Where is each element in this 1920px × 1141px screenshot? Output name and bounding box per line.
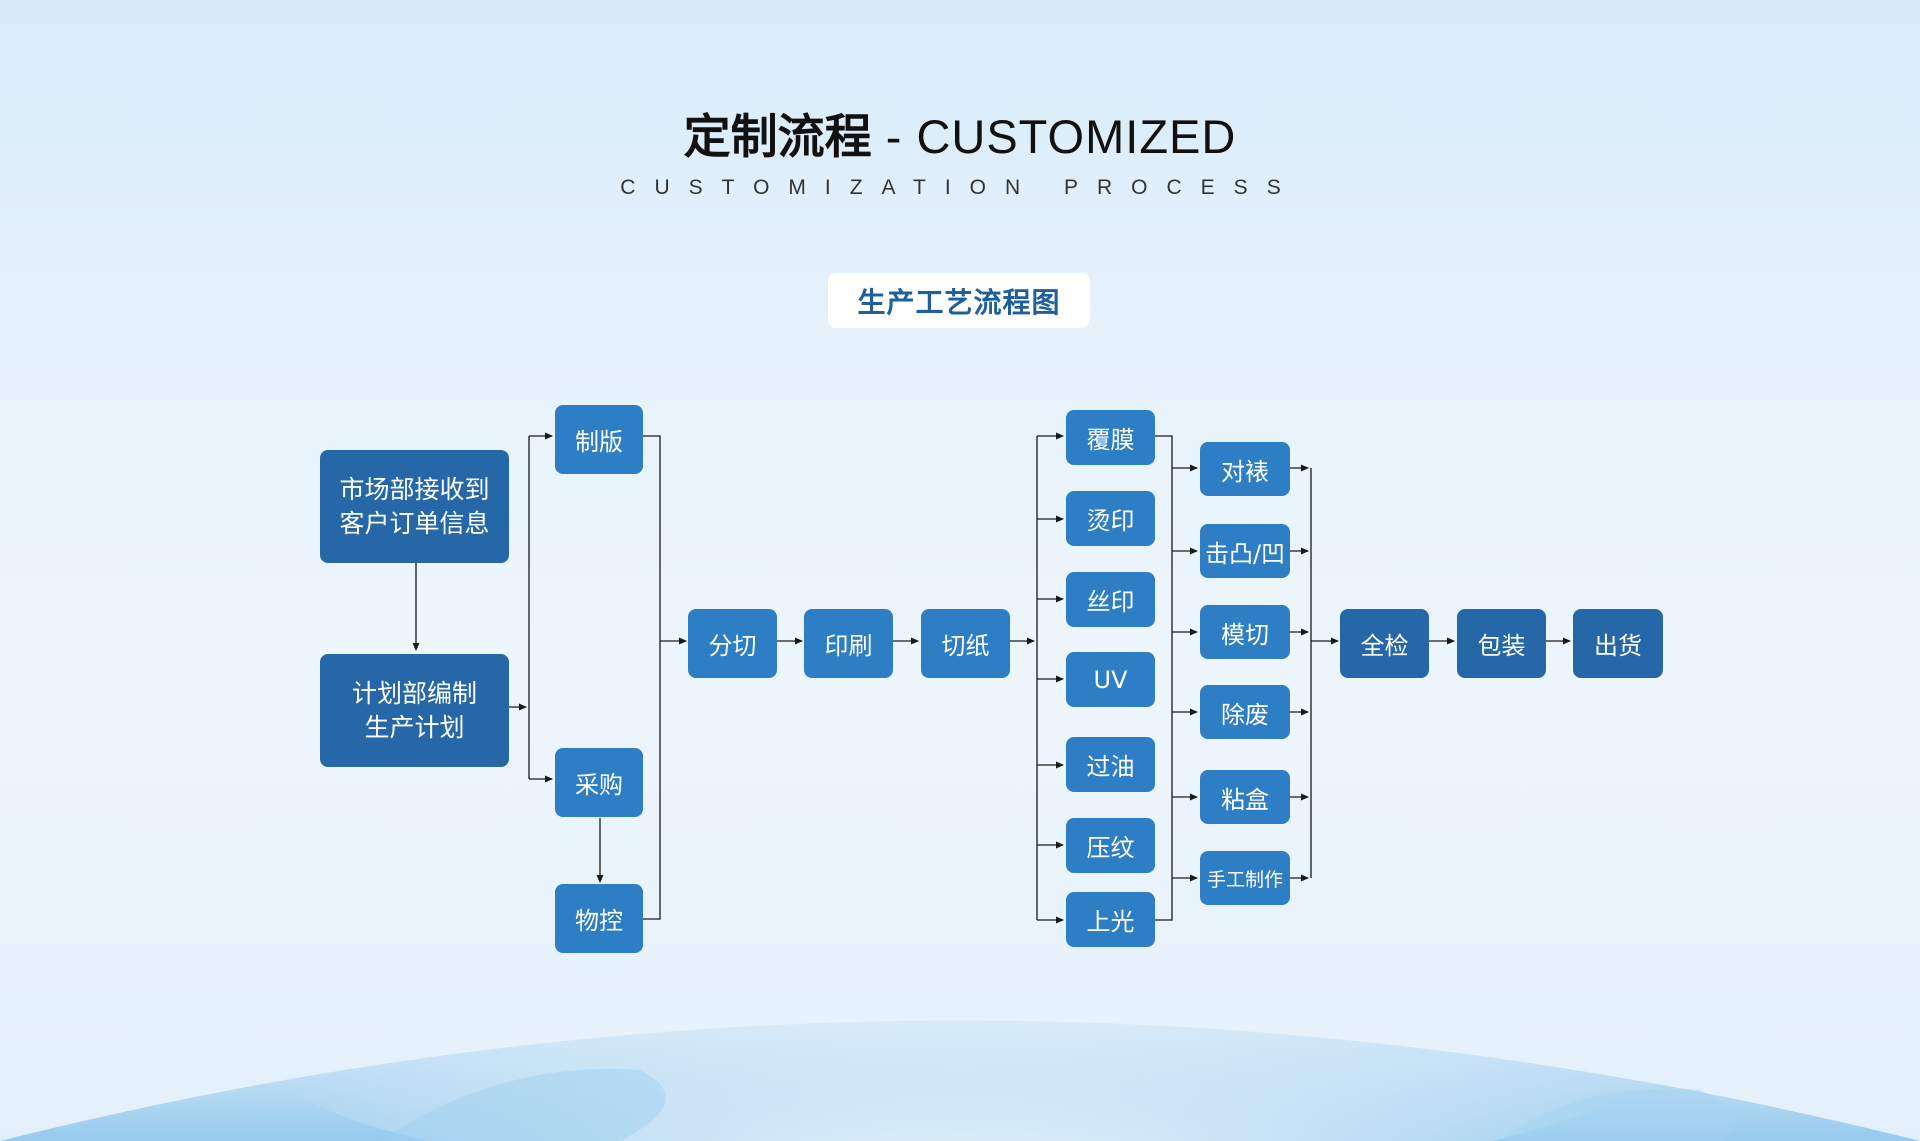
node-purchase: 采购: [555, 748, 643, 817]
node-platemaking: 制版: [555, 405, 643, 474]
node-shipping: 出货: [1573, 609, 1663, 678]
node-finishing-silk-screen: 丝印: [1066, 572, 1155, 627]
node-post-die-cutting: 模切: [1200, 605, 1290, 659]
node-post-stripping: 除废: [1200, 685, 1290, 739]
node-finishing-embossing: 压纹: [1066, 818, 1155, 873]
node-full-inspection: 全检: [1340, 609, 1429, 678]
node-printing: 印刷: [804, 609, 893, 678]
node-finishing-hot-stamping: 烫印: [1066, 491, 1155, 546]
title-english: CUSTOMIZED: [916, 110, 1237, 163]
node-paper-cutting: 切纸: [921, 609, 1010, 678]
node-plan-line1: 计划部编制: [351, 678, 477, 708]
node-finishing-lamination: 覆膜: [1066, 410, 1155, 465]
chart-tag: 生产工艺流程图: [828, 273, 1090, 328]
node-plan-line2: 生产计划: [364, 712, 465, 742]
node-post-box-gluing: 粘盒: [1200, 770, 1290, 824]
node-packaging: 包装: [1457, 609, 1546, 678]
title-chinese: 定制流程: [683, 110, 872, 165]
node-market-department: 市场部接收到 客户订单信息: [320, 450, 509, 563]
node-planning-department: 计划部编制 生产计划: [320, 654, 509, 767]
node-market-line1: 市场部接收到: [339, 474, 490, 504]
node-post-handmade: 手工制作: [1200, 851, 1290, 905]
node-post-emboss-deboss: 击凸/凹: [1200, 524, 1290, 578]
title-separator: -: [871, 110, 917, 163]
page-title: 定制流程 - CUSTOMIZED: [0, 98, 1920, 167]
node-slitting: 分切: [688, 609, 777, 678]
node-finishing-glazing: 上光: [1066, 892, 1155, 947]
page-subtitle: CUSTOMIZATION PROCESS: [620, 176, 1300, 199]
node-market-line2: 客户订单信息: [339, 508, 490, 538]
node-finishing-varnish: 过油: [1066, 737, 1155, 792]
node-post-mounting: 对裱: [1200, 442, 1290, 496]
node-finishing-uv: UV: [1066, 652, 1155, 707]
node-material-control: 物控: [555, 884, 643, 953]
